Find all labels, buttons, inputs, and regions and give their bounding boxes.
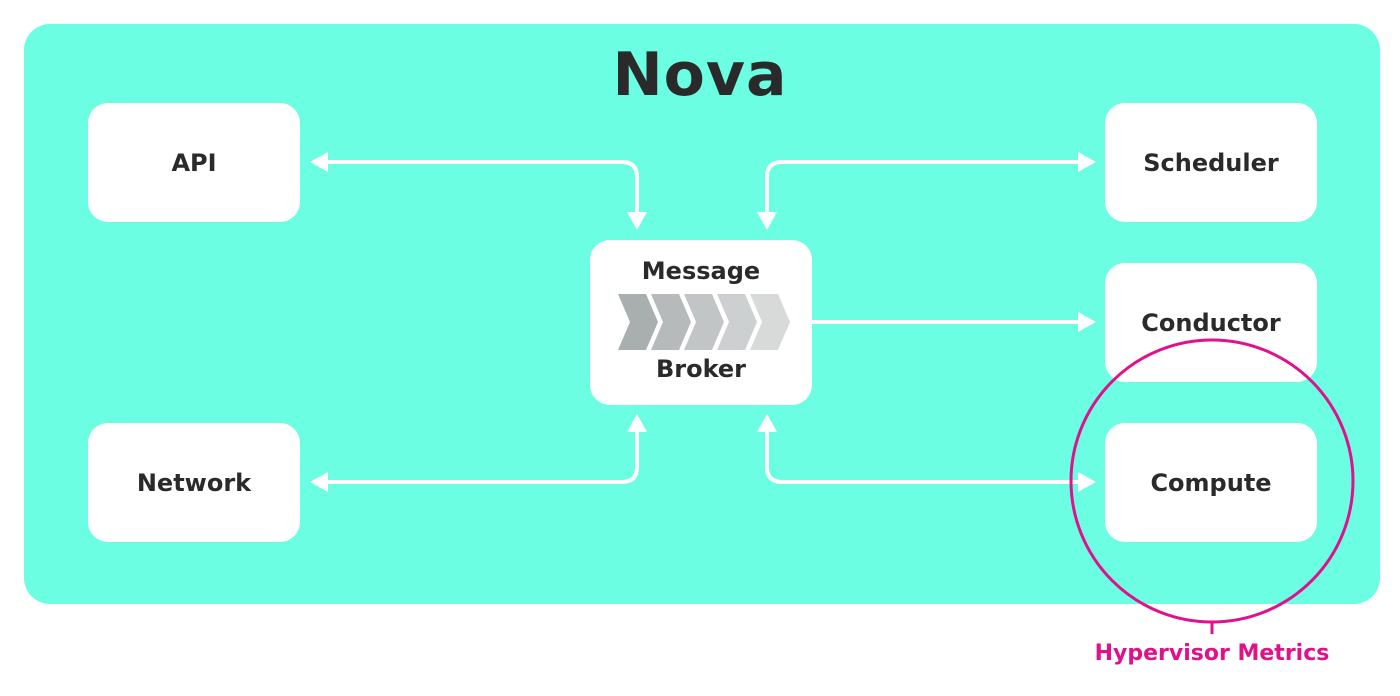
conductor-label: Conductor	[1141, 308, 1281, 337]
scheduler-node: Scheduler	[1105, 103, 1317, 222]
broker-label-line1: Message	[641, 257, 761, 285]
network-label: Network	[136, 468, 252, 497]
conductor-node: Conductor	[1105, 263, 1317, 382]
arrowhead-right-icon	[1078, 312, 1096, 332]
hypervisor-metrics-callout: Hypervisor Metrics	[1094, 641, 1330, 666]
compute-node: Compute	[1105, 423, 1317, 542]
arrowhead-right-icon	[1078, 472, 1096, 492]
compute-label: Compute	[1150, 468, 1272, 497]
broker-label-line2: Broker	[655, 355, 747, 383]
api-broker-connector	[322, 160, 639, 217]
arrowhead-up-icon	[627, 414, 647, 432]
network-broker-connector	[322, 428, 639, 484]
scheduler-broker-connector	[765, 160, 1082, 217]
api-label: API	[171, 148, 217, 177]
api-node: API	[88, 103, 300, 222]
arrowhead-left-icon	[310, 152, 328, 172]
arrowhead-down-icon	[627, 212, 647, 230]
arrowhead-down-icon	[757, 212, 777, 230]
network-node: Network	[88, 423, 300, 542]
queue-chevrons-icon	[618, 294, 790, 350]
compute-broker-connector	[765, 428, 1082, 484]
scheduler-label: Scheduler	[1143, 148, 1279, 177]
arrowhead-up-icon	[757, 414, 777, 432]
arrowhead-left-icon	[310, 472, 328, 492]
highlight-circle	[1069, 338, 1355, 624]
diagram-title: Nova	[612, 40, 788, 110]
arrowhead-right-icon	[1078, 152, 1096, 172]
